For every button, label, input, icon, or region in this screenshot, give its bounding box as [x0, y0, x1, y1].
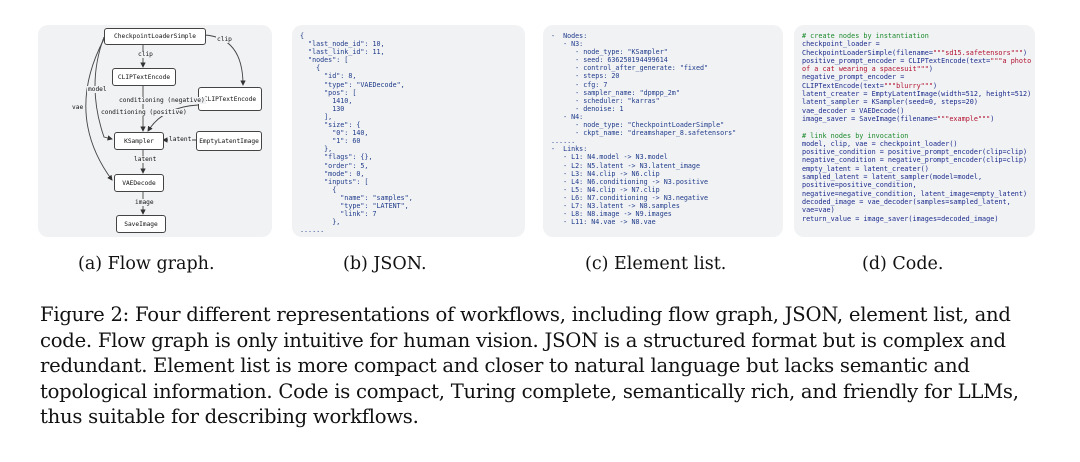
json-line: ......: [300, 226, 325, 235]
node-clip-text-encode-1: CLIPTextEncode: [112, 68, 176, 86]
json-line: "last_node_id": 10,: [300, 40, 385, 49]
element-list-line: - denoise: 1: [551, 104, 624, 113]
element-list-line: - L6: N7.conditioning -> N3.negative: [551, 193, 709, 202]
element-list-line: - ckpt_name: "dreamshaper_8.safetensors": [551, 129, 737, 138]
element-list-line: - Links:: [551, 145, 588, 154]
json-line: "size": {: [300, 121, 361, 130]
edge-label-cond-positive: conditioning (positive): [100, 109, 188, 116]
element-list-line: - steps: 20: [551, 72, 620, 81]
edge-label-clip-2: clip: [216, 36, 233, 43]
element-list-line: - control_after_generate: "fixed": [551, 64, 709, 73]
edge-label-model: model: [87, 86, 108, 93]
edge-label-latent-2: latent: [133, 156, 158, 163]
element-list-line: - Nodes:: [551, 32, 588, 40]
element-list-line: - node_type: "CheckpointLoaderSimple": [551, 121, 725, 130]
json-line: ],: [300, 112, 333, 121]
json-line: "flags": {},: [300, 153, 373, 162]
element-list-line: ......: [551, 137, 576, 146]
json-line: "mode": 0,: [300, 169, 365, 178]
element-list-line: - L7: N3.latent -> N8.samples: [551, 201, 680, 210]
element-list-line: - L5: N4.clip -> N7.clip: [551, 185, 660, 194]
edge-label-cond-negative: conditioning (negative): [118, 97, 206, 104]
json-line: },: [300, 218, 341, 227]
element-list-line: - node_type: "KSampler": [551, 48, 668, 57]
node-checkpoint-loader: CheckpointLoaderSimple: [104, 28, 206, 45]
element-list-line: - N4:: [551, 112, 584, 121]
json-line: "1": 60: [300, 137, 361, 146]
json-line: "last_link_id": 11,: [300, 48, 385, 57]
json-line: "type": "LATENT",: [300, 201, 409, 210]
json-line: 130: [300, 104, 345, 113]
edge-label-clip-1: clip: [137, 51, 154, 58]
node-save-image: SaveImage: [116, 215, 166, 233]
element-list-line: - L11: N4.vae -> N8.vae: [551, 218, 656, 227]
element-list-line: - seed: 636250194499614: [551, 56, 668, 65]
json-line: "type": "VAEDecode",: [300, 80, 405, 89]
element-list-line: - L4: N6.conditioning -> N3.positive: [551, 177, 709, 186]
element-list-code-block: - Nodes: - N3: - node_type: "KSampler" -…: [551, 32, 736, 226]
caption-code: (d) Code.: [862, 254, 944, 274]
code-comment-link: # link nodes by invocation: [802, 131, 909, 140]
json-line: "nodes": [: [300, 56, 349, 65]
json-line: "inputs": [: [300, 177, 369, 186]
element-list-line: - L8: N8.image -> N9.images: [551, 210, 672, 219]
caption-flow-graph: (a) Flow graph.: [78, 254, 215, 274]
element-list-panel: - Nodes: - N3: - node_type: "KSampler" -…: [543, 25, 783, 237]
element-list-line: - L3: N4.clip -> N6.clip: [551, 169, 660, 178]
json-line: "order": 5,: [300, 161, 369, 170]
node-ksampler: KSampler: [114, 132, 164, 150]
json-panel: { "last_node_id": 10, "last_link_id": 11…: [292, 25, 525, 237]
json-line: 1410,: [300, 96, 353, 105]
code-comment-create: # create nodes by instantiation: [802, 32, 929, 40]
json-line: {: [300, 185, 337, 194]
json-line: "pos": [: [300, 88, 357, 97]
caption-element-list: (c) Element list.: [585, 254, 727, 274]
element-list-line: - sampler_name: "dpmpp_2m": [551, 88, 680, 97]
json-line: "id": 8,: [300, 72, 357, 81]
json-code-block: { "last_node_id": 10, "last_link_id": 11…: [300, 32, 413, 234]
edge-label-latent-1: latent: [168, 136, 193, 143]
node-clip-text-encode-2: CLIPTextEncode: [198, 87, 262, 111]
element-list-line: - L1: N4.model -> N3.model: [551, 153, 668, 162]
json-line: "0": 140,: [300, 129, 369, 138]
element-list-line: - L2: N5.latent -> N3.latent_image: [551, 161, 700, 170]
node-empty-latent-image: EmptyLatentImage: [196, 131, 262, 151]
code-panel: # create nodes by instantiation checkpoi…: [794, 25, 1035, 237]
element-list-line: - cfg: 7: [551, 80, 608, 89]
figure-caption: Figure 2: Four different representations…: [40, 303, 1019, 428]
edge-label-image: image: [134, 199, 155, 206]
json-line: "link": 7: [300, 210, 377, 219]
flow-graph-panel: CheckpointLoaderSimple CLIPTextEncode CL…: [38, 25, 272, 237]
node-vae-decode: VAEDecode: [114, 174, 164, 192]
edge-clip-2: [203, 34, 246, 86]
python-code-block: # create nodes by instantiation checkpoi…: [802, 32, 1032, 223]
element-list-line: - scheduler: "karras": [551, 96, 660, 105]
edge-vae: [85, 38, 113, 181]
json-line: },: [300, 145, 333, 154]
json-line: {: [300, 32, 305, 40]
json-line: "name": "samples",: [300, 193, 413, 202]
json-line: {: [300, 64, 321, 73]
element-list-line: - N3:: [551, 40, 584, 49]
caption-json: (b) JSON.: [343, 254, 427, 274]
edge-label-vae: vae: [71, 104, 85, 111]
